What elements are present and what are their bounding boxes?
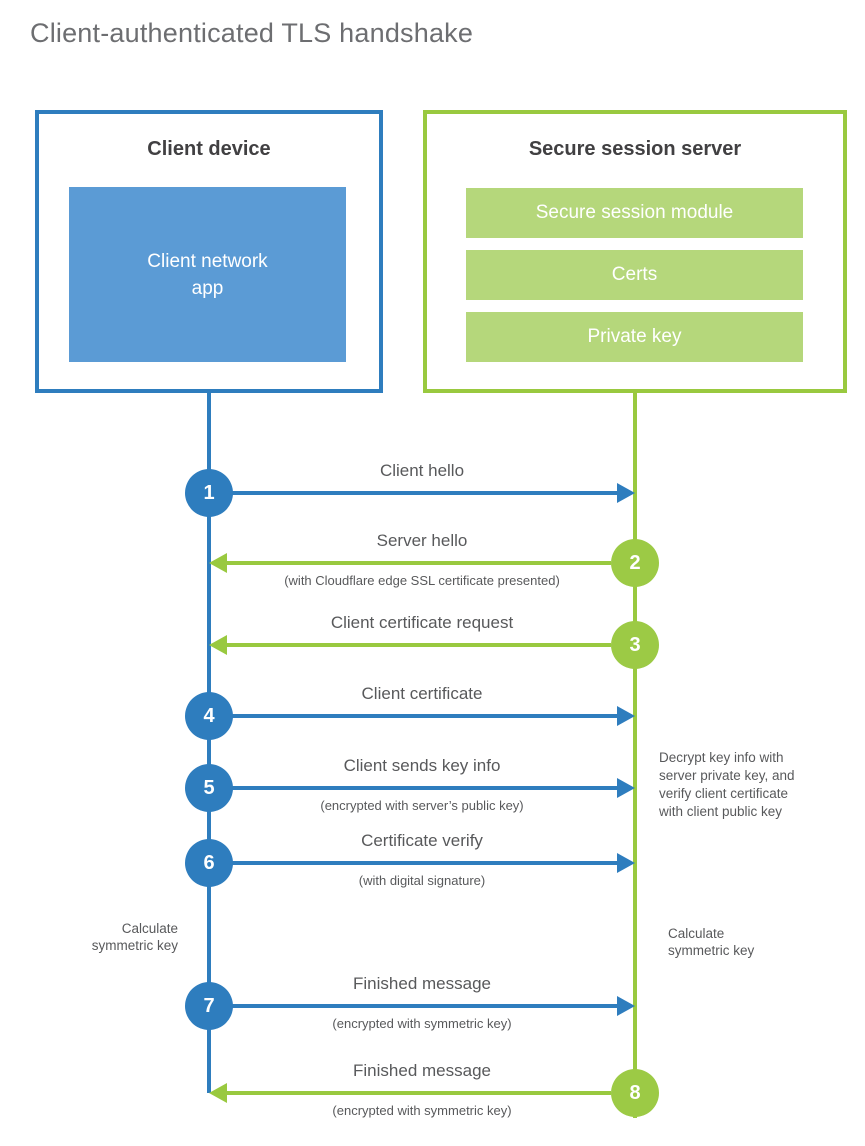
arrowhead-right-icon xyxy=(617,778,635,798)
arrow-line xyxy=(209,861,621,865)
message-sublabel: (encrypted with symmetric key) xyxy=(332,1103,512,1118)
secure-session-server-box: Secure session server Secure session mod… xyxy=(423,110,847,393)
message-row-2: Server hello 2 (with Cloudflare edge SSL… xyxy=(185,531,659,588)
arrow-line xyxy=(209,1004,621,1008)
arrow-line xyxy=(225,561,611,565)
arrow-line xyxy=(209,786,621,790)
message-row-6: Certificate verify 6 (with digital signa… xyxy=(185,831,659,888)
arrowhead-left-icon xyxy=(209,635,227,655)
note-line: symmetric key xyxy=(668,943,755,958)
message-sublabel: (with digital signature) xyxy=(358,873,486,888)
message-label: Client sends key info xyxy=(343,756,501,775)
message-row-5: Client sends key info 5 (encrypted with … xyxy=(185,756,659,813)
message-label: Certificate verify xyxy=(361,831,483,850)
client-lifeline xyxy=(207,391,211,1093)
arrowhead-left-icon xyxy=(209,1083,227,1103)
arrow-line xyxy=(209,491,621,495)
step-circle-7: 7 xyxy=(185,982,233,1030)
note-line: Calculate xyxy=(121,921,178,936)
calculate-symmetric-key-note-right: Calculate symmetric key xyxy=(668,925,796,959)
message-label: Client certificate request xyxy=(330,613,514,632)
arrowhead-left-icon xyxy=(209,553,227,573)
message-label: Finished message xyxy=(353,1061,491,1080)
message-row-1: Client hello 1 xyxy=(185,461,659,517)
arrowhead-right-icon xyxy=(617,996,635,1016)
message-sublabel: (encrypted with server’s public key) xyxy=(320,798,524,813)
decrypt-key-info-note: Decrypt key info with server private key… xyxy=(659,749,839,821)
arrowhead-right-icon xyxy=(617,483,635,503)
private-key-bar: Private key xyxy=(466,312,803,362)
step-circle-5: 5 xyxy=(185,764,233,812)
message-label: Server hello xyxy=(376,531,468,550)
step-circle-8: 8 xyxy=(611,1069,659,1117)
note-line: with client public key xyxy=(659,804,783,819)
secure-session-module-bar: Secure session module xyxy=(466,188,803,238)
page-title: Client-authenticated TLS handshake xyxy=(30,18,474,48)
step-circle-4: 4 xyxy=(185,692,233,740)
step-circle-3: 3 xyxy=(611,621,659,669)
message-row-8: Finished message 8 (encrypted with symme… xyxy=(185,1061,659,1118)
message-sublabel: (with Cloudflare edge SSL certificate pr… xyxy=(284,573,560,588)
client-network-app-box: Client network app xyxy=(69,187,346,362)
client-app-label-line2: app xyxy=(191,277,224,299)
message-label: Finished message xyxy=(353,974,491,993)
message-label: Client hello xyxy=(379,461,465,480)
arrow-line xyxy=(209,714,621,718)
message-row-7: Finished message 7 (encrypted with symme… xyxy=(185,974,659,1031)
client-device-box: Client device Client network app xyxy=(35,110,383,393)
arrowhead-right-icon xyxy=(617,853,635,873)
arrowhead-right-icon xyxy=(617,706,635,726)
message-row-4: Client certificate 4 xyxy=(185,684,659,740)
message-row-3: Client certificate request 3 xyxy=(185,613,659,669)
client-app-label-line1: Client network xyxy=(147,250,268,272)
server-title: Secure session server xyxy=(528,138,742,160)
note-line: verify client certificate xyxy=(659,786,789,801)
message-label: Client certificate xyxy=(361,684,483,703)
step-circle-1: 1 xyxy=(185,469,233,517)
note-line: Decrypt key info with xyxy=(659,750,784,765)
client-device-title: Client device xyxy=(147,138,271,160)
message-sublabel: (encrypted with symmetric key) xyxy=(332,1016,512,1031)
arrow-line xyxy=(225,1091,611,1095)
arrow-line xyxy=(225,643,611,647)
note-line: Calculate xyxy=(668,926,725,941)
calculate-symmetric-key-note-left: Calculate symmetric key xyxy=(50,920,178,954)
step-circle-6: 6 xyxy=(185,839,233,887)
server-lifeline xyxy=(633,391,637,1118)
note-line: server private key, and xyxy=(659,768,795,783)
note-line: symmetric key xyxy=(91,938,178,953)
certs-bar: Certs xyxy=(466,250,803,300)
step-circle-2: 2 xyxy=(611,539,659,587)
